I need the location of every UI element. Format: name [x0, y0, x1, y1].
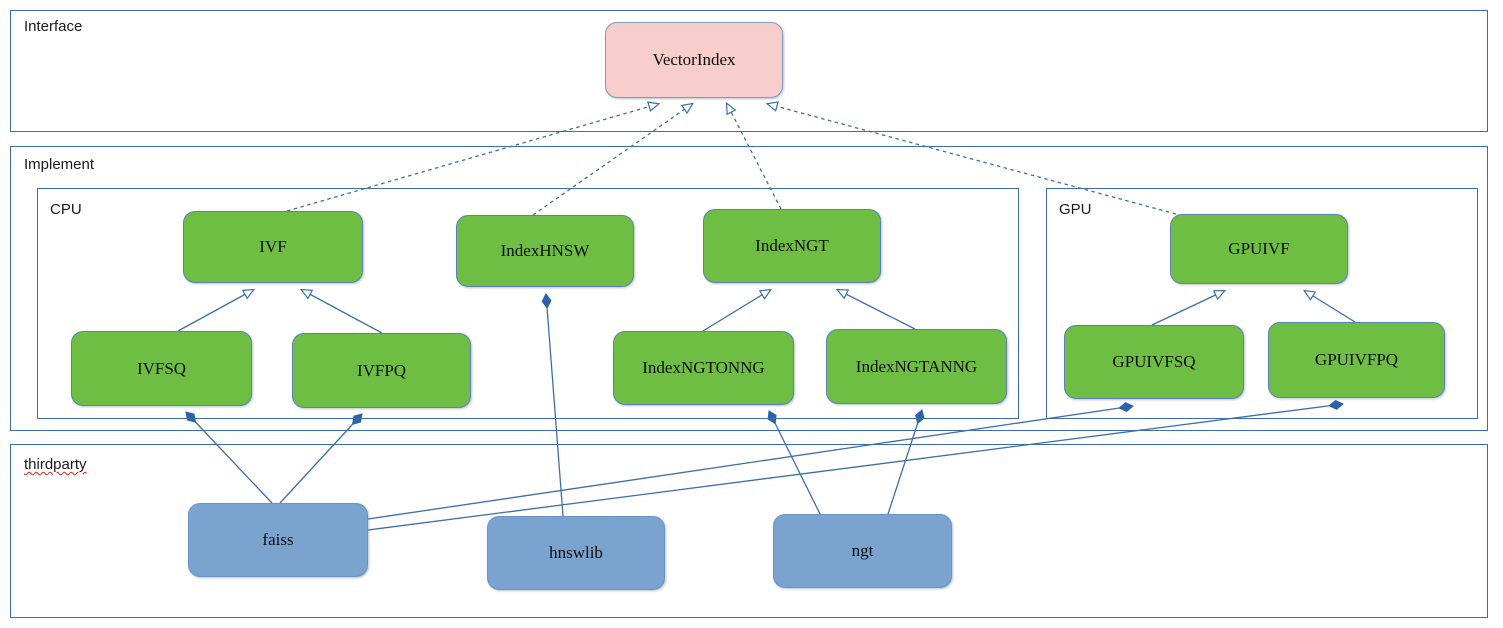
panel-label-gpu: GPU [1059, 201, 1092, 218]
panel-label-cpu: CPU [50, 201, 82, 218]
node-hnswlib[interactable]: hnswlib [487, 516, 665, 590]
panel-implement [10, 146, 1488, 431]
node-indexngtonng[interactable]: IndexNGTONNG [613, 331, 794, 405]
panel-label-thirdparty: thirdparty [24, 456, 87, 473]
node-ivf[interactable]: IVF [183, 211, 363, 283]
node-vectorindex[interactable]: VectorIndex [605, 22, 783, 98]
node-faiss[interactable]: faiss [188, 503, 368, 577]
panel-cpu [37, 188, 1019, 419]
node-indexngt[interactable]: IndexNGT [703, 209, 881, 283]
panel-label-interface: Interface [24, 18, 83, 35]
panel-label-implement: Implement [24, 156, 95, 173]
node-ivfpq[interactable]: IVFPQ [292, 333, 471, 408]
panel-gpu [1046, 188, 1478, 419]
node-gpuivf[interactable]: GPUIVF [1170, 214, 1348, 284]
panel-interface [10, 10, 1488, 132]
node-ivfsq[interactable]: IVFSQ [71, 331, 252, 406]
panel-thirdparty [10, 444, 1488, 618]
node-indexhnsw[interactable]: IndexHNSW [456, 215, 634, 287]
node-ngt[interactable]: ngt [773, 514, 952, 588]
node-indexngtanng[interactable]: IndexNGTANNG [826, 329, 1007, 404]
node-gpuivfpq[interactable]: GPUIVFPQ [1268, 322, 1445, 398]
node-gpuivfsq[interactable]: GPUIVFSQ [1064, 325, 1244, 399]
